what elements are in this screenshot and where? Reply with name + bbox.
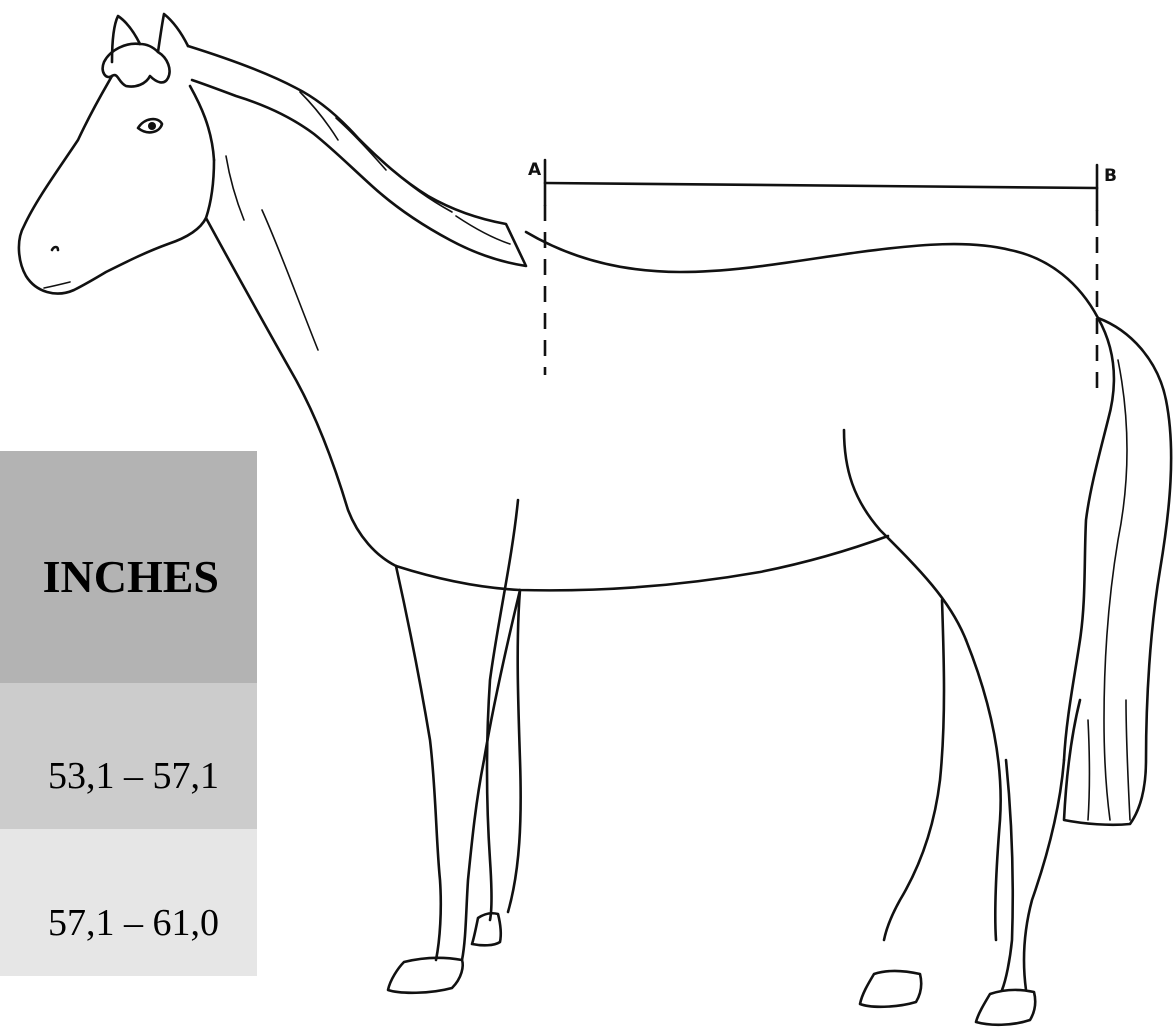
horse-front-leg-near [396, 566, 441, 960]
size-table: INCHES 53,1 – 57,1 57,1 – 61,0 [0, 451, 257, 976]
horse-ear-back [112, 16, 140, 62]
horse-back [526, 232, 1098, 318]
horse-hoof-front-right [472, 913, 501, 945]
horse-nostril [52, 247, 58, 250]
horse-jaw [190, 86, 214, 160]
horse-hind-leg-far [884, 600, 944, 940]
horse-hind-leg-near [1024, 760, 1064, 990]
horse-mouth [44, 282, 70, 288]
horse-mane [188, 46, 526, 266]
measurement-guide: A B [528, 160, 1117, 395]
horse-head [19, 76, 214, 294]
table-header-inches: INCHES [0, 451, 257, 683]
horse-belly [396, 536, 888, 590]
table-row-1: 53,1 – 57,1 [0, 683, 257, 829]
horse-tail [1064, 318, 1171, 825]
horse-hoof-hind-right [976, 990, 1035, 1025]
table-row-2: 57,1 – 61,0 [0, 829, 257, 976]
horse-hindquarter [1064, 318, 1114, 760]
horse-hoof-front-left [388, 958, 463, 993]
horse-ear-front [158, 14, 188, 52]
horse-hoof-hind-left [860, 971, 921, 1007]
measurement-line [545, 183, 1097, 188]
marker-a-label: A [528, 160, 542, 180]
horse-front-leg-far [487, 500, 518, 920]
marker-b-label: B [1104, 166, 1117, 186]
